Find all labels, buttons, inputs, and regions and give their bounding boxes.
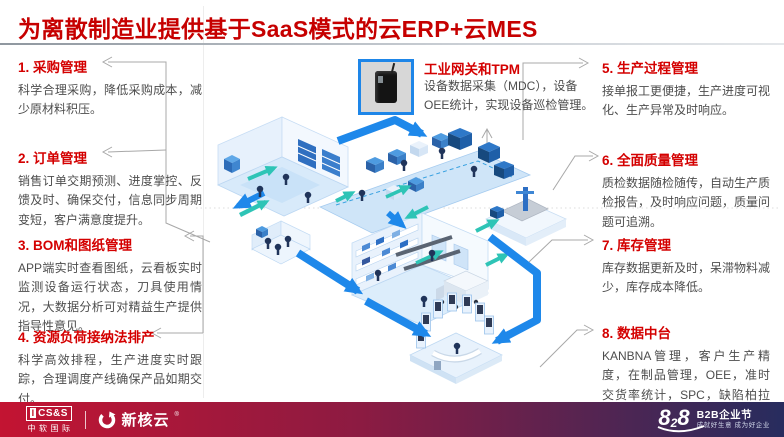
gateway-title: 工业网关和TPM [424, 62, 520, 77]
title-divider [0, 43, 784, 45]
feature-title: 6. 全面质量管理 [602, 153, 699, 168]
feature-title: 8. 数据中台 [602, 326, 672, 341]
feature-title: 2. 订单管理 [18, 151, 88, 166]
gateway-body: 设备数据采集（MDC），设备OEE统计，实现设备巡检管理。 [424, 79, 594, 113]
gateway-label [378, 76, 383, 83]
feature-title: 3. BOM和图纸管理 [18, 238, 133, 253]
b2b-text-block: B2B企业节 成就好生意 成为好企业 [696, 409, 770, 430]
machines-row [366, 133, 450, 173]
feature-body: 科学高效排程，生产进度实时跟踪，合理调度产线确保产品如期交付。 [18, 353, 202, 406]
page-title: 为离散制造业提供基于SaaS模式的云ERP+云MES [18, 16, 538, 42]
control-room [409, 292, 503, 384]
footer-divider [84, 410, 86, 429]
feature-body: 销售订单交期预测、进度掌控、反馈及时、确保交付，信息同步周期变短，客户满意度提升… [18, 174, 202, 227]
feature-body: 接单报工更便捷，生产进度可视化、生产异常及时响应。 [602, 84, 771, 118]
csands-i-icon: I [29, 408, 37, 418]
xinheyun-logo: 新核云® [97, 409, 179, 430]
feature-item-8: 8. 数据中台 KANBNA管理，客户生产精度，在制品管理，OEE，准时交货率统… [602, 322, 770, 425]
feature-item-3: 3. BOM和图纸管理 APP端实时查看图纸，云看板实时监测设备运行状态，刀具使… [18, 234, 202, 337]
feature-item-1: 1. 采购管理 科学合理采购，降低采购成本，减少原材料积压。 [18, 56, 202, 120]
feature-title: 7. 库存管理 [602, 238, 672, 253]
production-line [318, 128, 532, 234]
feature-body: 库存数据更新及时，呆滞物料减少，库存成本降低。 [602, 261, 771, 295]
xinheyun-ring-icon [98, 411, 115, 428]
feature-item-5: 5. 生产过程管理 接单报工更便捷，生产进度可视化、生产异常及时响应。 [602, 57, 770, 121]
feature-title: 4. 资源负荷接纳法排产 [18, 330, 155, 345]
footer-bar: I CS&S 中软国际 新核云® 828 B2B企业节 成就好生意 成为好企业 [0, 402, 784, 437]
feature-item-7: 7. 库存管理 库存数据更新及时，呆滞物料减少，库存成本降低。 [602, 234, 770, 298]
cnc-machines [448, 128, 514, 179]
feature-body: 科学合理采购，降低采购成本，减少原材料积压。 [18, 83, 202, 117]
rack-boxes [362, 229, 408, 282]
people-figures [256, 147, 478, 354]
csands-logo: I CS&S 中软国际 [25, 405, 74, 433]
828-swoosh-icon [658, 424, 705, 432]
feature-title: 1. 采购管理 [18, 60, 88, 75]
factory-illustration [217, 116, 567, 384]
gateway-device-image [358, 59, 414, 115]
feature-body: 质检数据随检随传，自动生产质检报告，及时响应问题，质量问题可追溯。 [602, 176, 771, 229]
feature-body: APP端实时查看图纸，云看板实时监测设备运行状态，刀具使用情况，大数据分析可对精… [18, 261, 202, 334]
feature-title: 5. 生产过程管理 [602, 61, 699, 76]
flow-arrows [232, 116, 541, 345]
csands-logo-box: I CS&S [25, 405, 72, 421]
inspection-machine [475, 187, 567, 246]
feature-item-6: 6. 全面质量管理 质检数据随检随传，自动生产质检报告，及时响应问题，质量问题可… [602, 149, 770, 232]
feature-item-4: 4. 资源负荷接纳法排产 科学高效排程，生产进度实时跟踪，合理调度产线确保产品如… [18, 326, 202, 409]
828-digits: 828 [658, 406, 705, 433]
warehouse-building [217, 116, 349, 217]
b2b-828-logo: 828 B2B企业节 成就好生意 成为好企业 [658, 406, 770, 433]
feature-item-2: 2. 订单管理 销售订单交期预测、进度掌控、反馈及时、确保交付，信息同步周期变短… [18, 147, 202, 230]
